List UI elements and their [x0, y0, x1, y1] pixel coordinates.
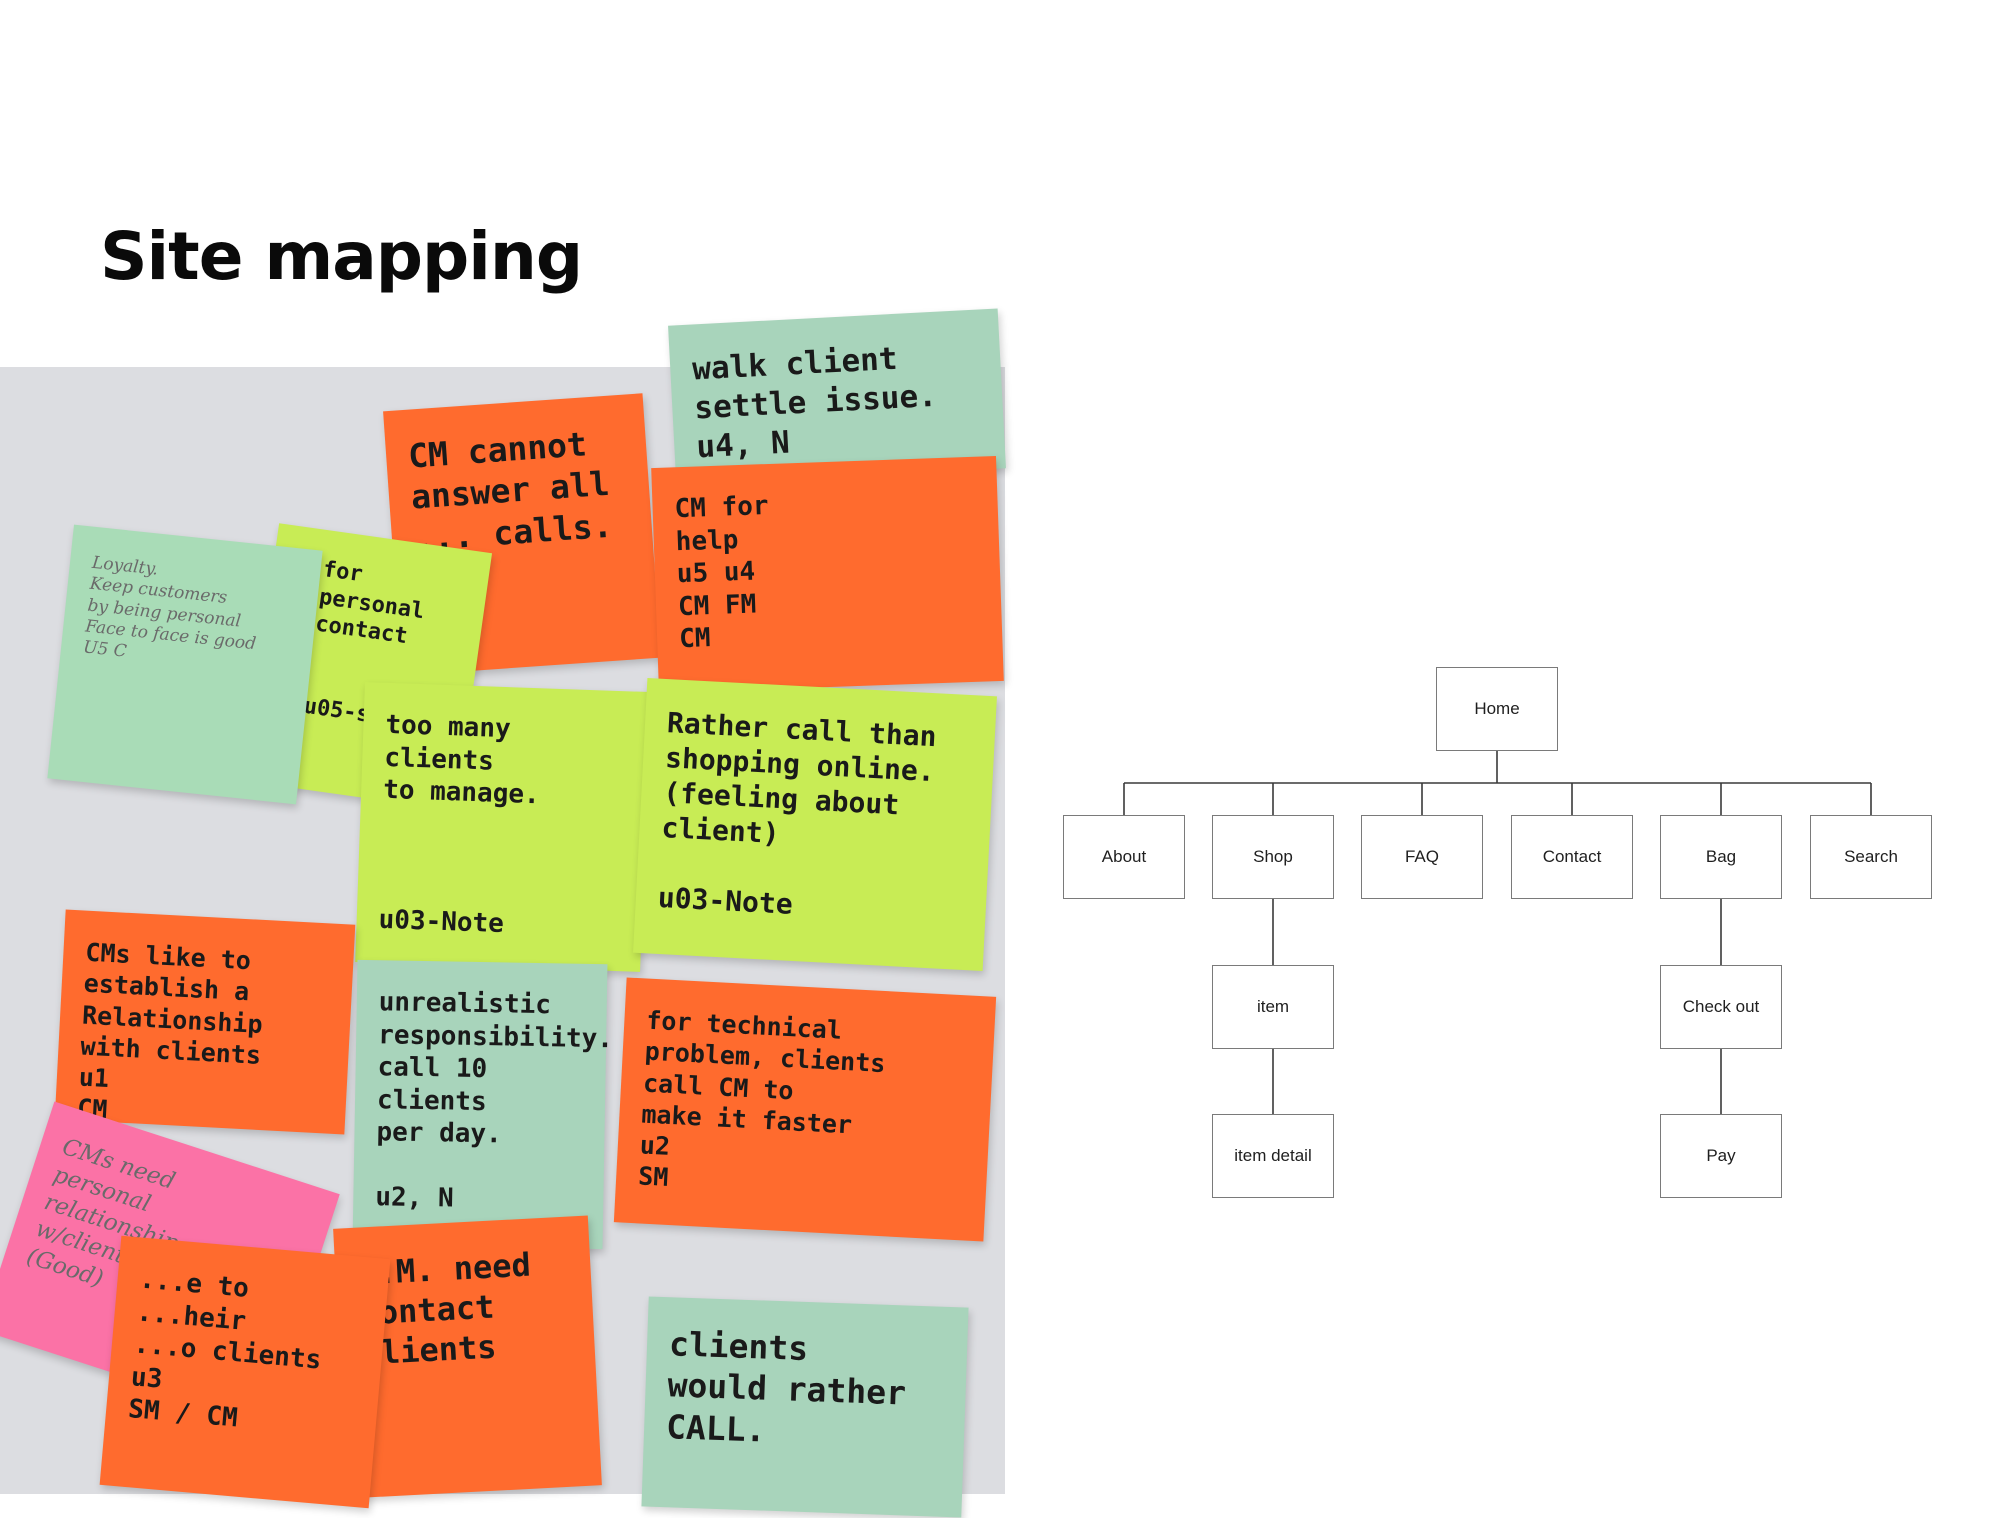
sticky-note: Rather call than shopping online. (feeli…: [633, 678, 997, 971]
sticky-note: Loyalty. Keep customers by being persona…: [47, 524, 323, 805]
sticky-note: too many clients to manage. u03-Note: [355, 682, 650, 972]
sitemap-node-search: Search: [1810, 815, 1932, 899]
sticky-notes-photo: CM cannot answer all ... calls. walk cli…: [0, 308, 1006, 1518]
sitemap-node-contact: Contact: [1511, 815, 1633, 899]
slide-title: Site mapping: [100, 218, 583, 295]
sticky-note: ...e to ...heir ...o clients u3 SM / CM: [99, 1235, 391, 1509]
sitemap-node-shop: Shop: [1212, 815, 1334, 899]
sitemap-node-pay: Pay: [1660, 1114, 1782, 1198]
sitemap-node-check-out: Check out: [1660, 965, 1782, 1049]
sitemap-node-faq: FAQ: [1361, 815, 1483, 899]
sticky-note: for technical problem, clients call CM t…: [613, 977, 997, 1242]
sticky-note: CM for help u5 u4 CM FM CM: [651, 456, 1004, 693]
sticky-note: clients would rather CALL.: [641, 1296, 969, 1518]
sitemap-node-bag: Bag: [1660, 815, 1782, 899]
sitemap-node-item: item: [1212, 965, 1334, 1049]
sitemap-node-home: Home: [1436, 667, 1558, 751]
sticky-note: unrealistic responsibility. call 10 clie…: [352, 959, 613, 1250]
sitemap-node-about: About: [1063, 815, 1185, 899]
sitemap-node-item-detail: item detail: [1212, 1114, 1334, 1198]
sticky-note: CMs like to establish a Relationship wit…: [54, 909, 356, 1135]
